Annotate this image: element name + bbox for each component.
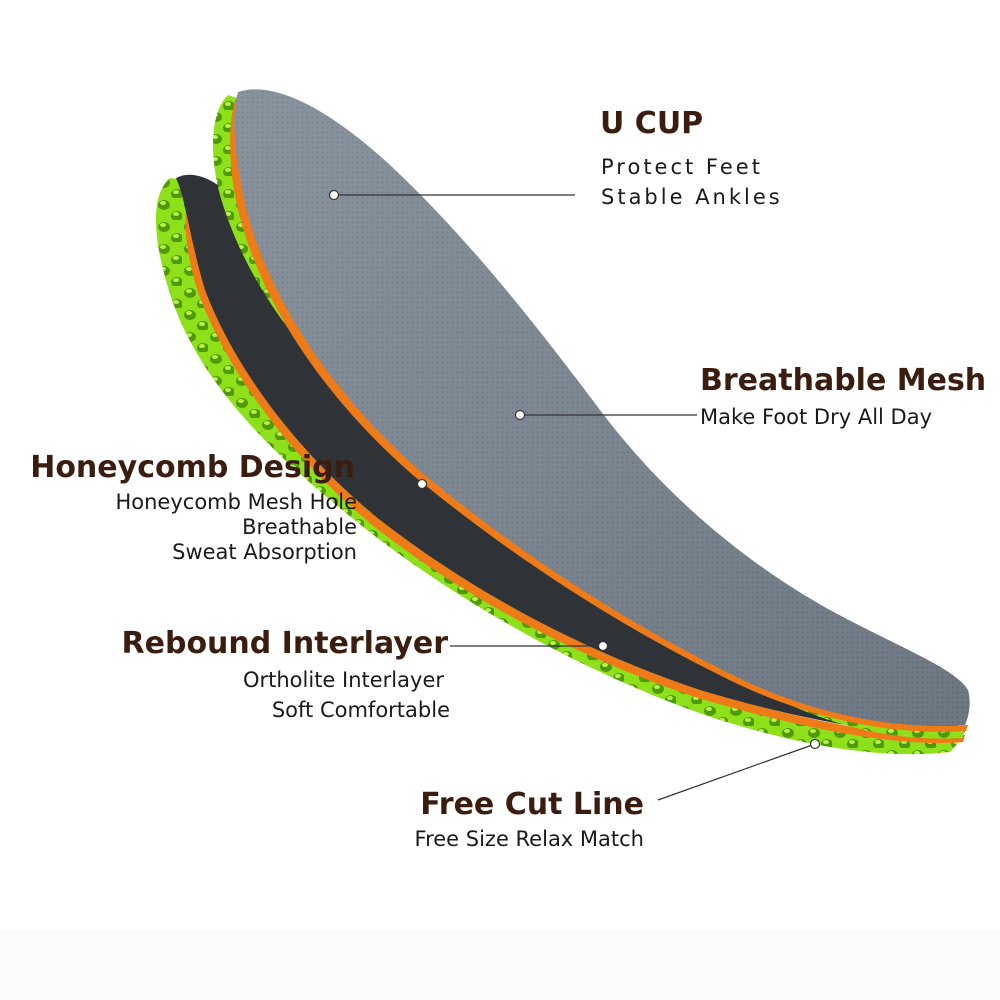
u-cup-marker [328, 189, 340, 201]
front-insole-orange-edge [230, 98, 969, 732]
free-cut-line-1: Free Size Relax Match [414, 827, 644, 851]
front-insole-mesh-shade [234, 89, 970, 726]
rebound-title: Rebound Interlayer [121, 626, 448, 661]
breathable-mesh-marker [514, 409, 526, 421]
rebound-line-1: Ortholite Interlayer [242, 668, 444, 692]
front-insole [213, 89, 970, 739]
u-cup-title: U CUP [600, 106, 704, 141]
bottom-band [0, 930, 1000, 1000]
honeycomb-line-3: Sweat Absorption [172, 540, 357, 564]
free-cut-leader [657, 743, 816, 801]
rebound-marker [597, 640, 609, 652]
u-cup-line-2: Stable Ankles [601, 185, 783, 209]
free-cut-marker [809, 738, 821, 750]
free-cut-title: Free Cut Line [420, 787, 644, 822]
honeycomb-title: Honeycomb Design [30, 450, 355, 485]
rebound-line-2: Soft Comfortable [271, 698, 450, 722]
u-cup-line-1: Protect Feet [601, 155, 763, 179]
honeycomb-line-2: Breathable [242, 515, 357, 539]
honeycomb-marker [416, 478, 428, 490]
callout-leaders [328, 189, 821, 801]
breathable-mesh-title: Breathable Mesh [700, 363, 987, 398]
honeycomb-line-1: Honeycomb Mesh Hole [115, 490, 357, 514]
breathable-mesh-line-1: Make Foot Dry All Day [700, 405, 933, 429]
